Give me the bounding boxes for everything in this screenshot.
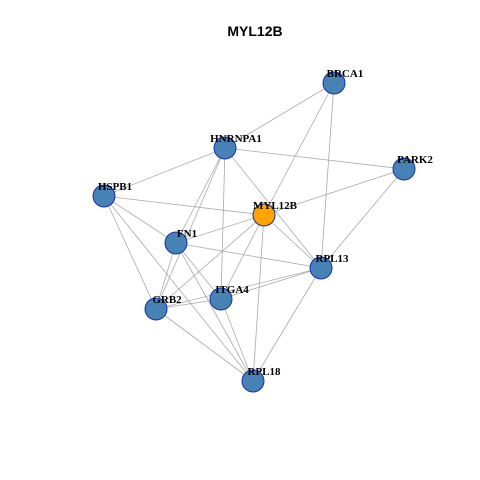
- node-label-rpl18: RPL18: [248, 366, 282, 378]
- node-label-brca1: BRCA1: [327, 68, 364, 80]
- edge-rpl13-rpl18: [252, 267, 322, 382]
- node-label-rpl13: RPL13: [316, 253, 350, 265]
- edge-grb2-rpl18: [155, 308, 254, 382]
- edge-fn1-rpl18: [175, 242, 254, 382]
- edge-myl12b-fn1: [175, 214, 265, 244]
- node-label-myl12b: MYL12B: [253, 200, 298, 212]
- node-label-itga4: ITGA4: [215, 284, 249, 296]
- edge-rpl13-grb2: [155, 267, 322, 310]
- node-fn1: [164, 231, 188, 255]
- edge-hspb1-rpl18: [103, 195, 254, 382]
- node-rpl13: [309, 256, 333, 280]
- edge-itga4-rpl18: [220, 298, 254, 382]
- node-grb2: [144, 297, 168, 321]
- node-label-hspb1: HSPB1: [98, 181, 132, 193]
- node-label-park2: PARK2: [397, 154, 433, 166]
- edge-hspb1-myl12b: [103, 195, 265, 216]
- edge-myl12b-grb2: [155, 214, 265, 310]
- edge-hnrnpa1-grb2: [155, 147, 226, 310]
- node-hspb1: [92, 184, 116, 208]
- node-itga4: [209, 287, 233, 311]
- node-park2: [392, 157, 416, 181]
- edge-hnrnpa1-park2: [224, 147, 405, 170]
- edge-rpl13-itga4: [220, 267, 322, 300]
- edge-hnrnpa1-fn1: [175, 147, 226, 244]
- edge-hnrnpa1-itga4: [220, 147, 226, 300]
- edge-fn1-itga4: [175, 242, 222, 300]
- edge-brca1-rpl13: [320, 82, 335, 269]
- node-label-hnrnpa1: HNRNPA1: [210, 133, 262, 145]
- node-brca1: [322, 71, 346, 95]
- edge-hnrnpa1-hspb1: [103, 147, 226, 197]
- edge-brca1-hnrnpa1: [224, 82, 335, 149]
- edge-brca1-myl12b: [263, 82, 335, 216]
- edge-fn1-rpl13: [175, 242, 322, 269]
- edge-hspb1-grb2: [103, 195, 157, 310]
- edge-myl12b-rpl13: [263, 214, 322, 269]
- edge-myl12b-rpl18: [252, 214, 265, 382]
- edge-park2-rpl13: [320, 168, 405, 269]
- node-rpl18: [241, 369, 265, 393]
- graph-title: MYL12B: [227, 23, 282, 39]
- node-myl12b: [252, 203, 276, 227]
- edge-myl12b-itga4: [220, 214, 265, 300]
- node-label-fn1: FN1: [177, 228, 197, 240]
- node-label-grb2: GRB2: [152, 294, 182, 306]
- node-hnrnpa1: [213, 136, 237, 160]
- edge-park2-myl12b: [263, 168, 405, 216]
- node-layer: [92, 71, 416, 393]
- edge-hspb1-fn1: [103, 195, 177, 244]
